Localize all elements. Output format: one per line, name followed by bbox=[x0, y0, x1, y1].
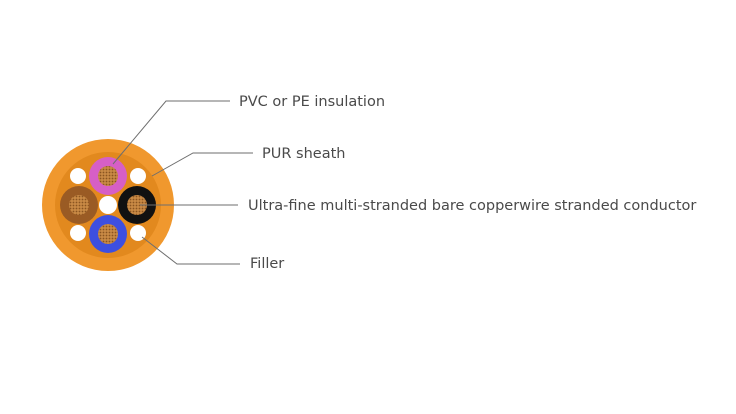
filler-top-right bbox=[130, 168, 146, 184]
label-insulation: PVC or PE insulation bbox=[239, 94, 386, 110]
filler-center bbox=[99, 196, 117, 214]
leader-line-filler bbox=[141, 236, 240, 265]
label-filler: Filler bbox=[250, 256, 285, 272]
core-brown bbox=[60, 186, 98, 224]
core-black bbox=[118, 186, 156, 224]
filler-top-left bbox=[70, 168, 86, 184]
core-pink bbox=[89, 157, 127, 195]
core-blue bbox=[89, 215, 127, 253]
leader-line-insulation bbox=[112, 100, 230, 165]
label-conductor: Ultra-fine multi-stranded bare copperwir… bbox=[248, 198, 697, 214]
filler-bottom-left bbox=[70, 225, 86, 241]
leader-line-sheath bbox=[151, 152, 253, 177]
label-sheath: PUR sheath bbox=[262, 146, 346, 162]
